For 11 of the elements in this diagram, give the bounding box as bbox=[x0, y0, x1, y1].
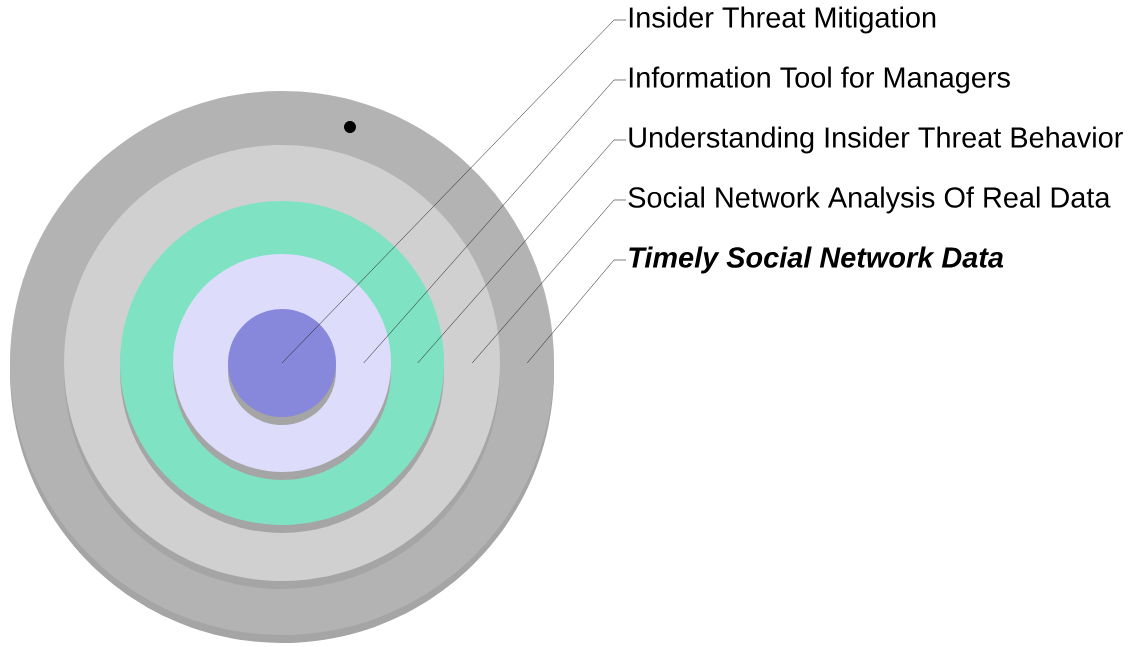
label-text: Social Network Analysis Of Real Data bbox=[628, 186, 1111, 214]
label-text: Insider Threat Mitigation bbox=[629, 6, 936, 34]
label-text: Timely Social Network Data bbox=[629, 246, 1004, 274]
center-disc bbox=[228, 309, 336, 425]
leader-line bbox=[526, 259, 627, 364]
leader-line bbox=[363, 79, 627, 364]
label-text: Information Tool for Managers bbox=[629, 66, 1010, 94]
leader-line bbox=[417, 139, 627, 364]
label-text: Understanding Insider Threat Behavior bbox=[629, 126, 1123, 154]
leader-line bbox=[471, 199, 627, 364]
leader-line bbox=[281, 19, 627, 364]
